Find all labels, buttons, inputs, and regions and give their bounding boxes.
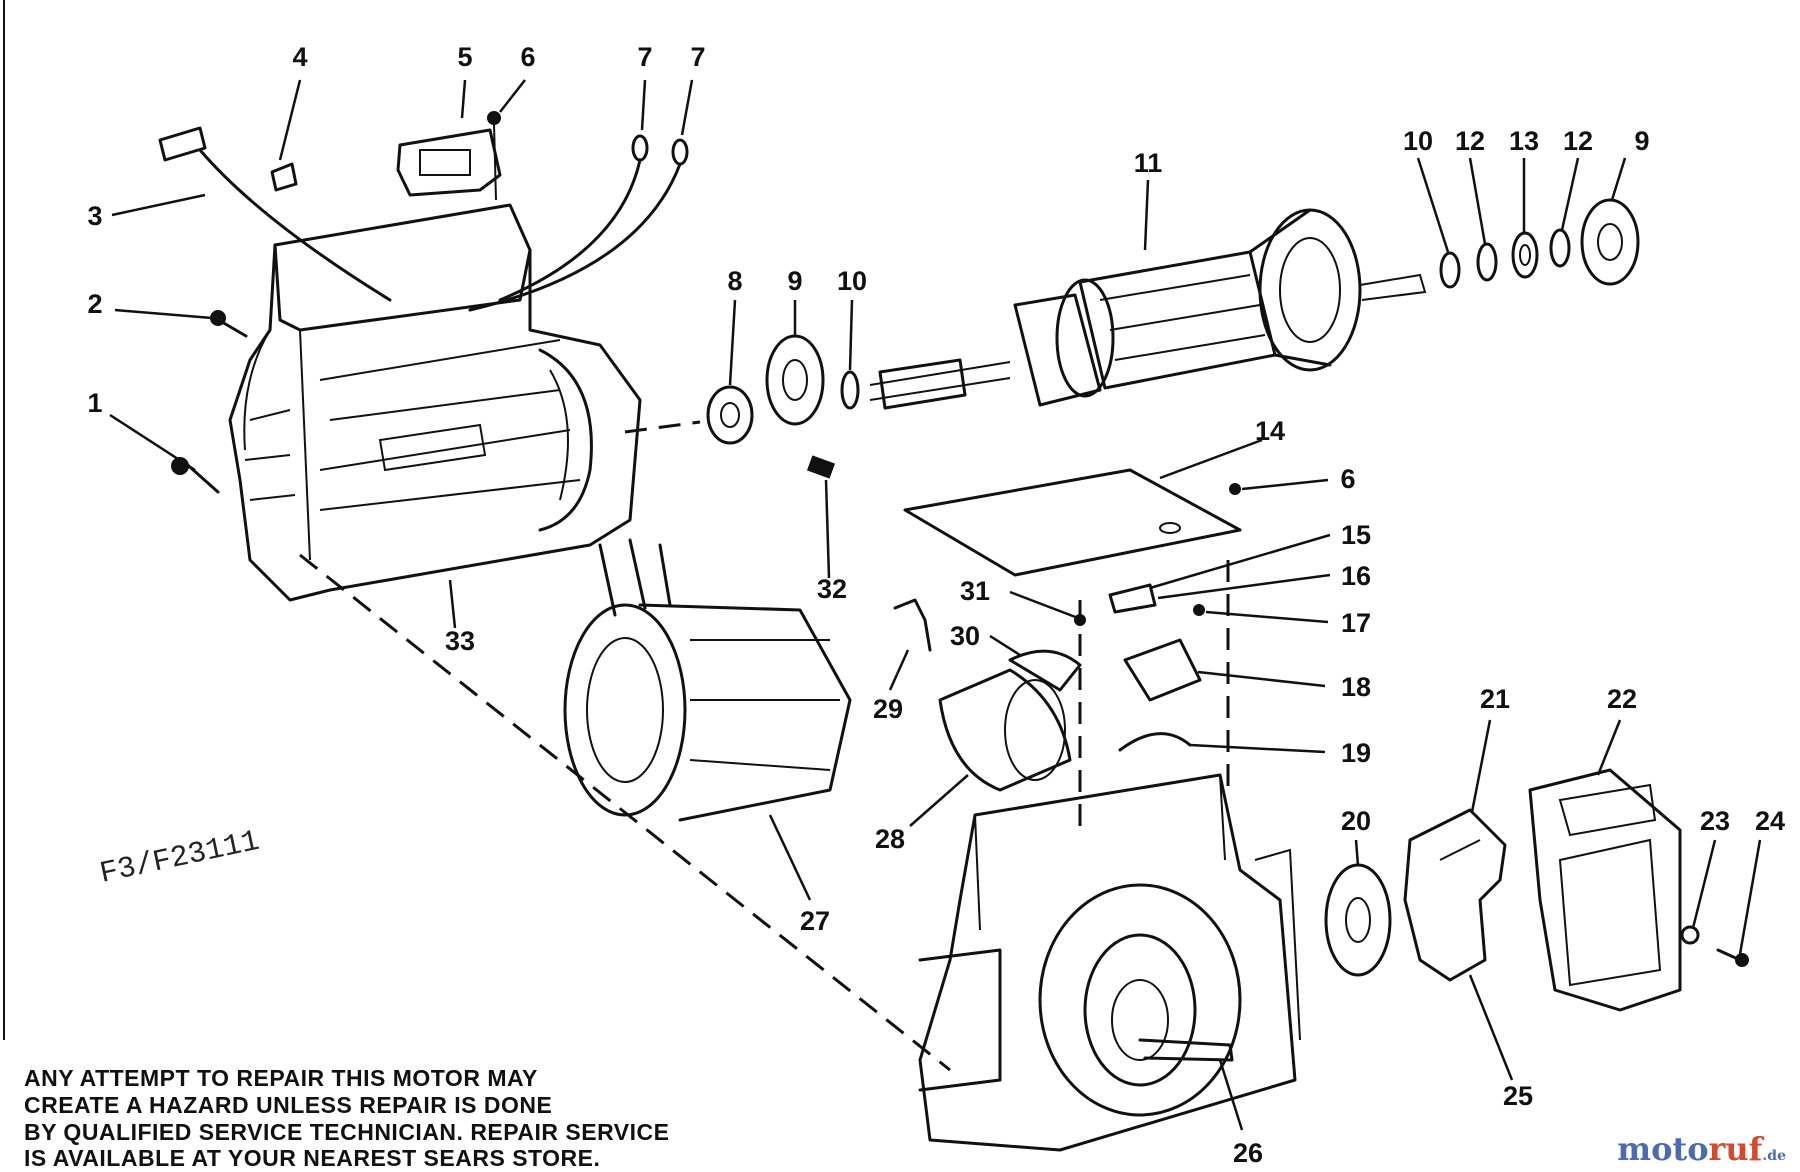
callout-14: 14 (1255, 416, 1285, 446)
callout-10b: 10 (1403, 126, 1433, 156)
callout-24: 24 (1755, 806, 1785, 836)
callout-27: 27 (800, 906, 830, 936)
part-18-switch-plate (1123, 638, 1202, 702)
callout-28: 28 (875, 824, 905, 854)
callout-7b: 7 (690, 42, 705, 72)
part-7-leads (468, 134, 689, 312)
part-17-screw (1193, 604, 1205, 616)
assembly-dashed-line (299, 553, 951, 1072)
callout-17: 17 (1341, 608, 1371, 638)
callout-21: 21 (1480, 684, 1510, 714)
watermark-part-2: ruf (1708, 1130, 1763, 1168)
part-24-screw (1716, 948, 1749, 967)
callout-16a: 16 (1341, 561, 1371, 591)
warning-line-4: IS AVAILABLE AT YOUR NEAREST SEARS STORE… (24, 1145, 600, 1171)
leader-lines (109, 79, 1762, 1131)
callout-26: 26 (1233, 1138, 1263, 1168)
part-6-screw-cover (1229, 483, 1241, 495)
part-23-washer (1680, 925, 1700, 945)
watermark-part-1: moto (1617, 1130, 1709, 1168)
part-11-rotor (869, 208, 1427, 410)
part-26-end-bell (918, 773, 1301, 1152)
part-13-spacer (1511, 231, 1539, 279)
callout-11: 11 (1134, 148, 1163, 178)
callout-9b: 9 (1634, 126, 1649, 156)
figure-code: F3/F23111 (97, 825, 263, 892)
callout-13: 13 (1509, 126, 1539, 156)
callout-2: 2 (87, 289, 102, 319)
part-10-washer-left (840, 370, 860, 410)
part-22-end-cover (1528, 768, 1682, 1012)
callout-6a: 6 (520, 42, 535, 72)
callout-30: 30 (950, 621, 980, 651)
part-9-bearing-right (1580, 198, 1640, 286)
part-21-baffle (1403, 808, 1507, 982)
cover-plate-hole (1159, 522, 1181, 534)
part-19-spring (1118, 732, 1192, 752)
part-9-bearing-left (765, 334, 825, 426)
motor-housing-frame (228, 203, 642, 602)
callout-20: 20 (1341, 806, 1371, 836)
callout-4: 4 (292, 42, 307, 72)
part-28-capacitor (938, 668, 1072, 792)
part-8-bearing-cap (706, 385, 754, 445)
part-6-screw (487, 111, 501, 125)
callout-31: 31 (960, 576, 990, 606)
motoruf-watermark-logo: motoruf.de (1617, 1130, 1786, 1168)
warning-line-1: ANY ATTEMPT TO REPAIR THIS MOTOR MAY (24, 1065, 538, 1091)
callout-33: 33 (445, 626, 475, 656)
part-20-fan (1324, 863, 1392, 977)
callout-29: 29 (873, 694, 903, 724)
part-2-screw (210, 310, 248, 338)
part-6-leader-line (493, 123, 497, 201)
callout-labels: 1 2 3 4 5 6 7 7 8 9 10 11 10 12 13 12 9 … (87, 42, 1785, 1168)
warning-line-3: BY QUALIFIED SERVICE TECHNICIAN. REPAIR … (24, 1119, 669, 1145)
part-30-clip (1008, 649, 1082, 692)
callout-5: 5 (457, 42, 472, 72)
part-29-terminal (893, 598, 932, 652)
warning-line-2: CREATE A HAZARD UNLESS REPAIR IS DONE (24, 1092, 552, 1118)
callout-1: 1 (87, 388, 102, 418)
callout-7a: 7 (637, 42, 652, 72)
part-4-clip (270, 162, 298, 192)
part-14-cover-plate (903, 468, 1242, 577)
callout-12a: 12 (1455, 126, 1485, 156)
callout-10a: 10 (837, 266, 867, 296)
callout-25: 25 (1503, 1081, 1533, 1111)
callout-18: 18 (1341, 672, 1371, 702)
callout-6b: 6 (1340, 464, 1355, 494)
part-5-switch (396, 128, 502, 197)
callout-12b: 12 (1563, 126, 1593, 156)
callout-23: 23 (1700, 806, 1730, 836)
part-32-key (806, 455, 836, 479)
part-15-16-bracket (1108, 583, 1157, 614)
callout-22: 22 (1607, 684, 1637, 714)
shaft-dashed-line (624, 420, 701, 434)
callout-3: 3 (87, 201, 102, 231)
part-3-lead-wire (158, 126, 392, 302)
part-12-washer-b (1549, 228, 1571, 268)
callout-32: 32 (817, 574, 847, 604)
callout-9a: 9 (787, 266, 802, 296)
part-12-washer-a (1476, 242, 1498, 282)
callout-15: 15 (1341, 520, 1371, 550)
watermark-tld: .de (1762, 1148, 1786, 1164)
part-1-screw (171, 457, 220, 494)
part-10-washer-right (1439, 251, 1461, 289)
part-27-stator (563, 538, 852, 822)
callout-19: 19 (1341, 738, 1371, 768)
callout-8: 8 (727, 266, 742, 296)
warning-note: ANY ATTEMPT TO REPAIR THIS MOTOR MAY CRE… (24, 1065, 669, 1171)
